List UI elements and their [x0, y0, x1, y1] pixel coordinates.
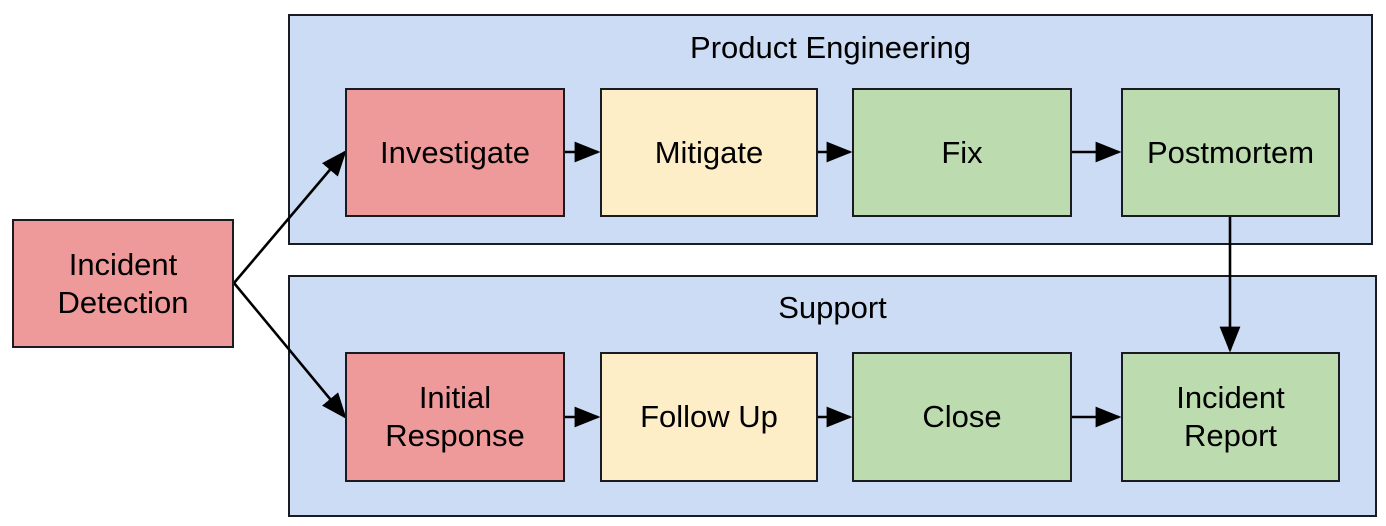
- node-label-fix: Fix: [941, 134, 983, 170]
- node-label-postmortem: Postmortem: [1146, 134, 1315, 170]
- node-follow-up[interactable]: Follow Up: [600, 352, 818, 482]
- node-label-incident-report: Incident Report: [1176, 380, 1285, 453]
- node-investigate[interactable]: Investigate: [345, 88, 565, 217]
- node-postmortem[interactable]: Postmortem: [1121, 88, 1340, 217]
- node-label-mitigate: Mitigate: [654, 134, 764, 170]
- node-label-follow-up: Follow Up: [640, 399, 778, 434]
- node-incident-report[interactable]: Incident Report: [1121, 352, 1340, 482]
- node-label-close: Close: [922, 399, 1002, 434]
- node-label-initial-response: Initial Response: [385, 380, 525, 453]
- node-mitigate[interactable]: Mitigate: [600, 88, 818, 217]
- node-label-incident-detection: Incident Detection: [57, 246, 189, 320]
- node-label-investigate: Investigate: [380, 134, 530, 170]
- node-close[interactable]: Close: [852, 352, 1072, 482]
- node-initial-response[interactable]: Initial Response: [345, 352, 565, 482]
- node-incident-detection[interactable]: Incident Detection: [12, 219, 234, 348]
- swimlane-title-support: Support: [778, 290, 887, 325]
- node-fix[interactable]: Fix: [852, 88, 1072, 217]
- swimlane-title-product-engineering: Product Engineering: [690, 30, 971, 65]
